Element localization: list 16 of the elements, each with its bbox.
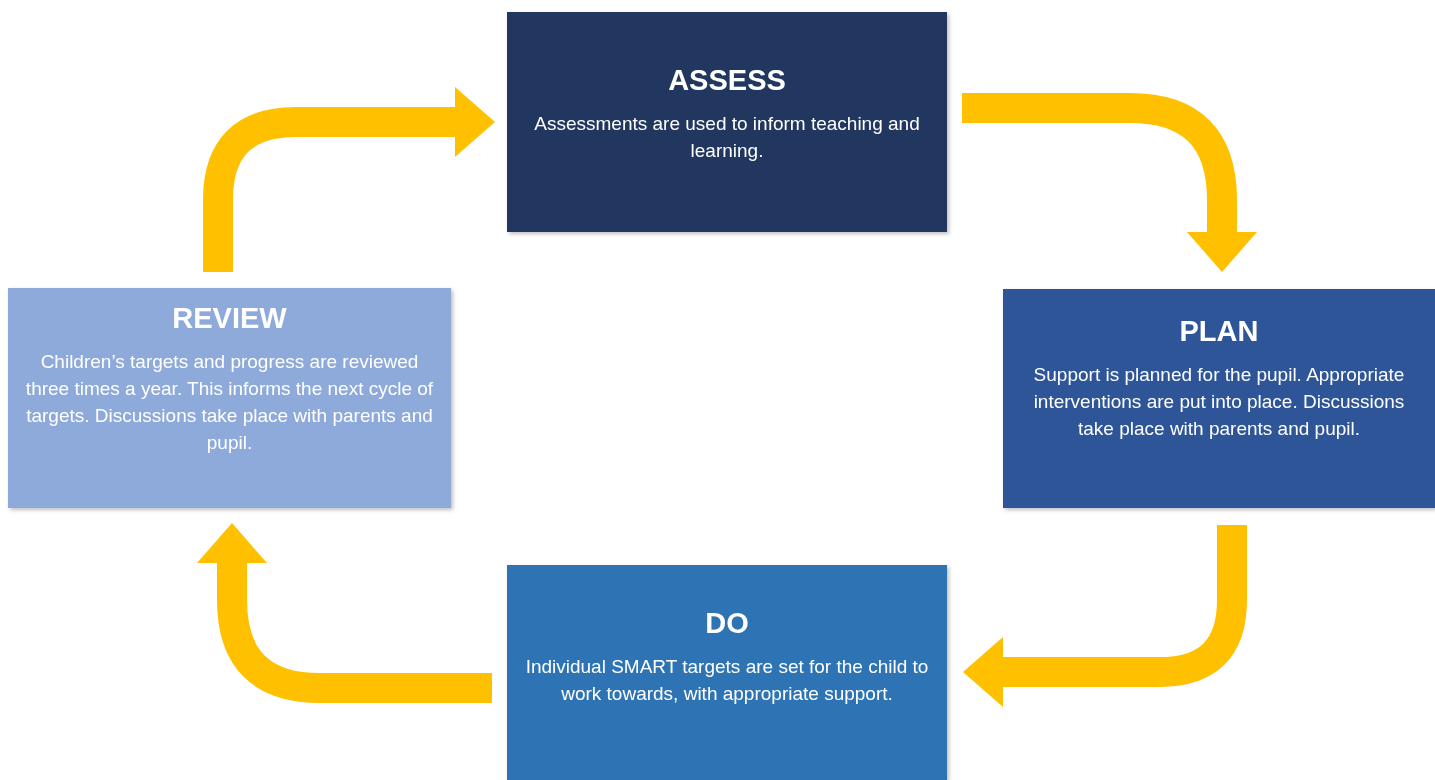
stage-box	[507, 12, 947, 232]
stage-description: Children’s targets and progress are reviewed three times a year. This informs the next cycle of targets. Discussions take place with parents and pupil.	[24, 350, 435, 456]
curved-arrow	[197, 523, 492, 703]
curved-arrow	[203, 87, 495, 272]
stage-description: Assessments are used to inform teaching and learning.	[533, 112, 921, 164]
stage-heading: ASSESS	[668, 63, 786, 98]
stage-heading: REVIEW	[172, 301, 287, 336]
stage-box	[8, 288, 451, 508]
stage-heading: DO	[705, 606, 749, 641]
stage-box	[507, 565, 947, 780]
stage-description: Individual SMART targets are set for the child to work towards, with appropriate support.	[524, 655, 930, 707]
curved-arrow	[963, 525, 1247, 707]
stage-heading: PLAN	[1179, 314, 1259, 349]
stage-box	[1003, 289, 1435, 508]
stage-description: Support is planned for the pupil. Appropriate interventions are put into place. Discussions take place with parents and pupil.	[1032, 363, 1406, 442]
curved-arrow	[962, 93, 1257, 272]
